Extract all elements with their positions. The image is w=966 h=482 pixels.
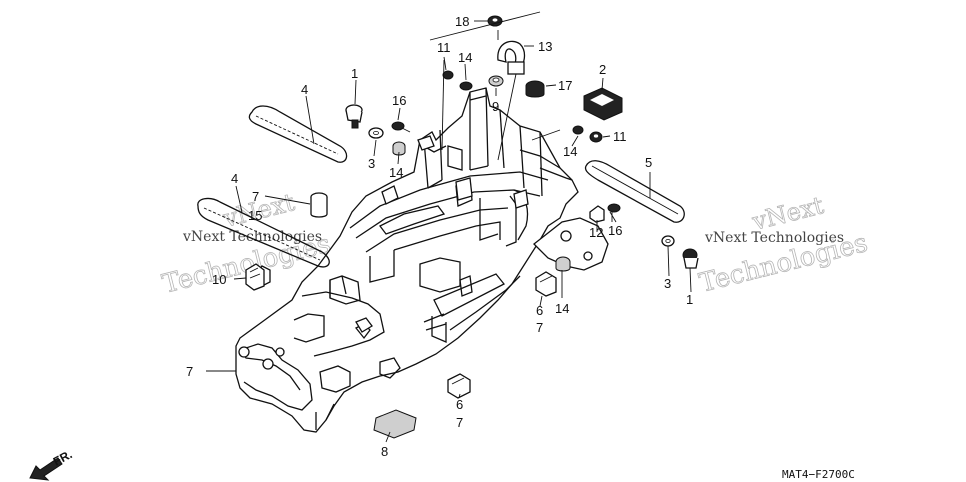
- callout-5: 5: [645, 155, 652, 170]
- callout-14-left: 14: [389, 165, 403, 180]
- part-6-clip-lower: [447, 373, 471, 399]
- watermark-right: vNext Technologies vNext Technologies: [696, 191, 871, 299]
- part-10-clip: [245, 263, 265, 291]
- callout-8: 8: [381, 444, 388, 459]
- callout-7-middle: 7: [536, 320, 543, 335]
- callout-18: 18: [455, 14, 469, 29]
- callout-4-lower: 4: [231, 171, 238, 186]
- callout-2: 2: [599, 62, 606, 77]
- part-13-clamp: [497, 40, 526, 75]
- part-8-pad: [373, 409, 417, 439]
- callout-9: 9: [492, 99, 499, 114]
- part-12-bolt: [589, 205, 605, 232]
- part-1-grommet-right: [682, 248, 699, 269]
- callout-7-left: 7: [186, 364, 193, 379]
- part-16-bolt-upper: [391, 121, 411, 133]
- callout-14-top: 14: [458, 50, 472, 65]
- callout-16-upper: 16: [392, 93, 406, 108]
- callout-6-lower: 6: [456, 397, 463, 412]
- callout-17: 17: [558, 78, 572, 93]
- callout-6-middle: 6: [536, 303, 543, 318]
- part-17-grommet: [525, 80, 545, 98]
- callout-1-right: 1: [686, 292, 693, 307]
- part-5-strip: [584, 160, 685, 223]
- callout-3-right: 3: [664, 276, 671, 291]
- part-14-nut-middle: [555, 256, 571, 272]
- diagram-code: MAT4−F2700C: [782, 468, 855, 481]
- watermark-right-small: vNext Technologies: [704, 230, 844, 246]
- callout-16-right: 16: [608, 223, 622, 238]
- part-14-nut-left: [392, 141, 406, 156]
- callout-14-middle: 14: [555, 301, 569, 316]
- part-6-clip-middle: [535, 271, 557, 297]
- part-2-pad: [583, 87, 623, 121]
- callout-12: 12: [589, 225, 603, 240]
- part-11-nut-top: [442, 70, 454, 80]
- callout-14-right: 14: [563, 144, 577, 159]
- part-9-nut: [488, 75, 504, 87]
- part-4-band-upper: [248, 105, 348, 163]
- callout-11-top: 11: [437, 40, 451, 55]
- part-14-nut-right: [572, 125, 584, 135]
- part-14-nut-top: [459, 81, 473, 91]
- part-16-bolt-right: [607, 203, 621, 223]
- part-3-collar-right: [661, 235, 675, 247]
- callout-15: 15: [248, 208, 262, 223]
- callout-11-right: 11: [613, 129, 627, 144]
- callout-13: 13: [538, 39, 552, 54]
- callout-3-upper: 3: [368, 156, 375, 171]
- part-1-grommet-upper: [345, 104, 363, 129]
- watermark-left-small: vNext Technologies: [182, 229, 322, 245]
- callout-7-lower: 7: [456, 415, 463, 430]
- callout-10: 10: [212, 272, 226, 287]
- callout-1-upper: 1: [351, 66, 358, 81]
- callout-7-upper: 7: [252, 189, 259, 204]
- part-4-band-lower: [197, 197, 330, 268]
- front-direction-arrow: FR.: [29, 447, 74, 481]
- part-18-nut: [487, 15, 503, 27]
- part-3-collar-upper: [368, 127, 384, 139]
- callout-4-upper: 4: [301, 82, 308, 97]
- callout-labels: 18 11 14 13 9 17 2 1 4 16 3 14 11 14 5 4…: [186, 14, 693, 459]
- part-11-nut-right: [589, 131, 603, 143]
- rear-fender-body: [235, 87, 609, 433]
- part-15-collar: [310, 192, 328, 218]
- leader-lines: [206, 11, 692, 443]
